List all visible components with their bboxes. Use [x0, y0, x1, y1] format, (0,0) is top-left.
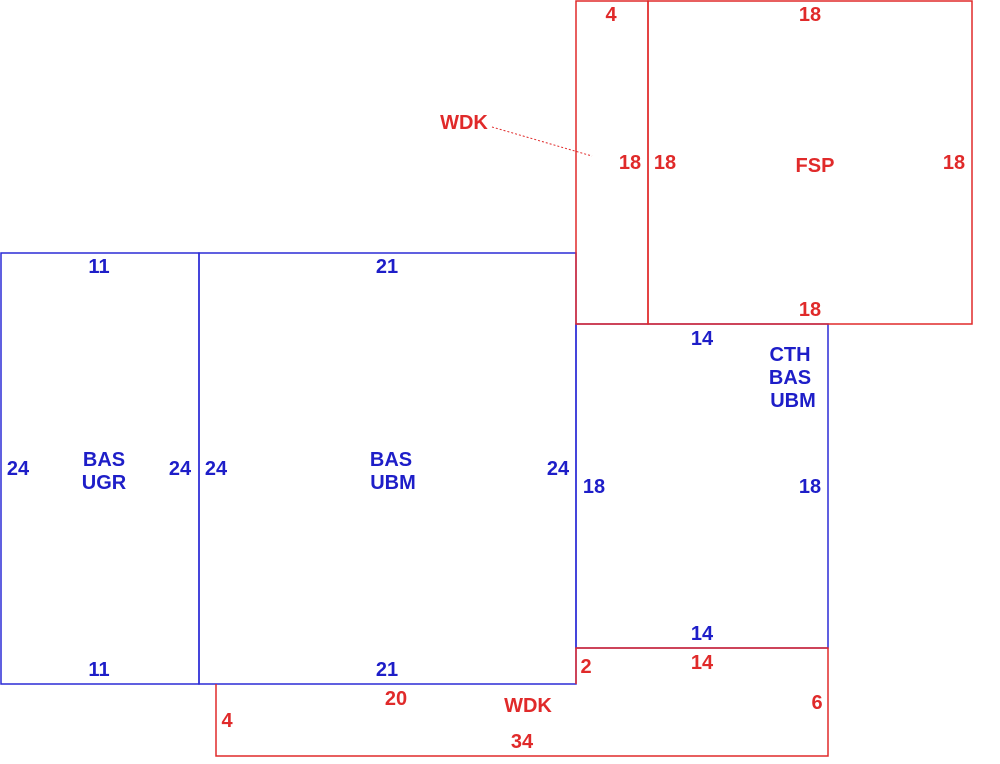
bas-ugr-dim-top: 11 [88, 256, 109, 278]
cth-bas-ubm-label-line3: UBM [770, 390, 816, 412]
cth-bas-ubm-label-line1: CTH [769, 344, 810, 366]
bas-ugr-dim-right: 24 [169, 458, 192, 480]
bas-ubm-dim-top: 21 [376, 256, 398, 278]
wdk-lower-outline [215, 647, 829, 757]
fsp-dim-bottom: 18 [799, 299, 821, 321]
wdk-lower-area: 20 14 34 4 6 2 WDK [215, 647, 829, 757]
fsp-dim-right: 18 [943, 152, 965, 174]
fsp-label: FSP [796, 155, 835, 177]
bas-ugr-label-line2: UGR [82, 472, 127, 494]
bas-ubm-area: 21 21 24 24 BAS UBM [198, 252, 577, 685]
cth-bas-ubm-area: 14 14 18 18 CTH BAS UBM [575, 323, 829, 649]
bas-ugr-dim-left: 24 [7, 458, 30, 480]
wdk-upper-leader-line [491, 126, 593, 157]
cth-bas-ubm-dim-top: 14 [691, 328, 714, 350]
wdk-lower-dim-bottom: 34 [511, 731, 534, 753]
wdk-lower-label: WDK [504, 695, 552, 717]
bas-ubm-label-line2: UBM [370, 472, 416, 494]
wdk-upper-dim-top: 4 [605, 4, 617, 26]
fsp-dim-left: 18 [654, 152, 676, 174]
bas-ugr-area: 11 11 24 24 BAS UGR [0, 252, 200, 685]
wdk-lower-dim-right: 6 [811, 692, 822, 714]
bas-ubm-dim-bottom: 21 [376, 659, 398, 681]
cth-bas-ubm-dim-left: 18 [583, 476, 605, 498]
bas-ugr-label-line1: BAS [83, 449, 125, 471]
wdk-upper-dim-right: 18 [619, 152, 641, 174]
wdk-lower-dim-top-left: 20 [385, 688, 407, 710]
cth-bas-ubm-label-line2: BAS [769, 367, 811, 389]
wdk-lower-dim-top-right: 14 [691, 652, 714, 674]
bas-ubm-label-line1: BAS [370, 449, 412, 471]
cth-bas-ubm-dim-bottom: 14 [691, 623, 714, 645]
wdk-upper-area: 4 18 WDK [440, 0, 649, 325]
bas-ubm-dim-left: 24 [205, 458, 228, 480]
bas-ugr-dim-bottom: 11 [88, 659, 109, 681]
bas-ubm-dim-right: 24 [547, 458, 570, 480]
fsp-area: 18 18 18 18 FSP [647, 0, 973, 325]
fsp-outline [647, 0, 973, 325]
wdk-lower-dim-step: 2 [580, 656, 591, 678]
cth-bas-ubm-dim-right: 18 [799, 476, 821, 498]
fsp-dim-top: 18 [799, 4, 821, 26]
wdk-lower-dim-left: 4 [221, 710, 233, 732]
wdk-upper-label: WDK [440, 112, 488, 134]
